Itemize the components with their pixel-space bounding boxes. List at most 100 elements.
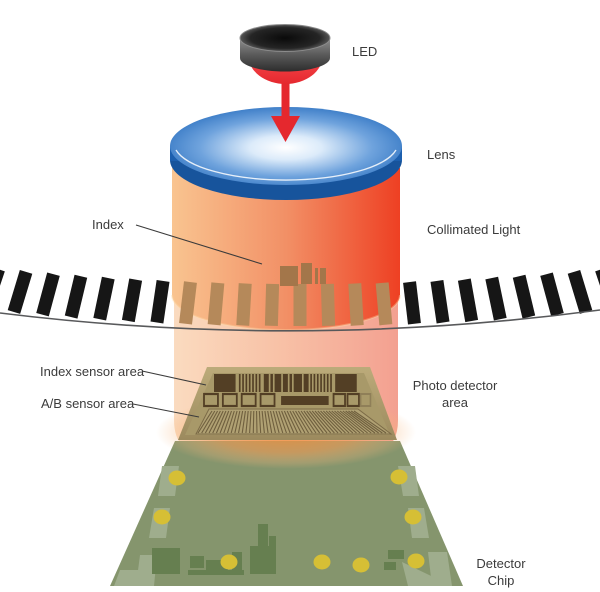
solder-pad — [390, 469, 408, 485]
code-stripe — [93, 276, 115, 321]
ab-line — [204, 410, 219, 434]
barcode-bar — [326, 374, 329, 392]
ab-line — [334, 410, 361, 434]
ab-line — [342, 410, 372, 434]
ab-line — [328, 410, 354, 434]
index-mark — [315, 268, 318, 284]
code-stripe — [236, 283, 252, 326]
barcode-bar — [255, 374, 258, 392]
barcode-bar — [270, 374, 273, 392]
ab-line — [234, 410, 241, 434]
index-label: Index — [92, 217, 124, 232]
ab-line — [275, 410, 284, 434]
index-leader-line — [135, 224, 263, 265]
barcode-bar — [263, 374, 269, 392]
sensor-pad — [359, 393, 372, 407]
barcode-bar — [293, 374, 302, 392]
index-marks — [280, 263, 326, 286]
ab-line — [289, 410, 302, 434]
barcode-bar — [245, 374, 248, 392]
led-body-top — [239, 24, 331, 52]
ab-line — [306, 410, 324, 434]
ab-line — [339, 410, 368, 434]
detector-chip-label-line2: Chip — [488, 573, 515, 588]
ab-line — [226, 410, 235, 434]
ab-line — [269, 410, 276, 434]
collimated-light-label: Collimated Light — [427, 222, 521, 237]
sensor-pad — [240, 392, 257, 408]
ab-line — [292, 410, 306, 434]
led-beam-arrowhead — [271, 116, 300, 142]
code-strip — [0, 263, 600, 332]
barcode-bar — [242, 374, 244, 392]
ab-line — [303, 410, 321, 434]
ab-sensor-leader-line — [132, 403, 200, 418]
code-stripe — [320, 283, 336, 327]
sensor-pad-row — [203, 392, 372, 408]
code-stripe — [207, 282, 225, 326]
ab-line — [336, 410, 365, 434]
ab-line — [272, 410, 280, 434]
barcode-bar — [323, 374, 326, 392]
index-sensor-leader-line — [141, 370, 207, 386]
sensor-pad — [346, 392, 360, 408]
ab-line — [238, 410, 244, 434]
ab-line — [350, 410, 383, 434]
index-mark — [320, 268, 326, 284]
code-stripe — [485, 276, 507, 321]
ab-line — [212, 410, 224, 434]
code-stripe — [64, 274, 88, 319]
ab-line — [348, 410, 379, 434]
solder-pad — [407, 553, 425, 569]
code-stripe — [150, 280, 170, 324]
ab-line — [264, 410, 269, 434]
solder-pad — [352, 557, 370, 573]
led-label: LED — [352, 44, 377, 59]
photo-detector-area-label-line2: area — [442, 395, 469, 410]
barcode-bar — [303, 374, 309, 392]
ab-line — [267, 410, 273, 434]
lens — [170, 107, 402, 200]
index-sensor-area-label: Index sensor area — [40, 364, 145, 379]
code-strip-edge-line — [0, 309, 600, 332]
ab-line — [309, 410, 328, 434]
code-stripe — [457, 278, 479, 323]
barcode-bar — [214, 374, 236, 392]
barcode-bar — [320, 374, 322, 392]
code-stripe — [567, 269, 593, 314]
ab-line — [281, 410, 291, 434]
sensor-pad — [332, 392, 346, 408]
code-stripe — [179, 281, 197, 325]
solder-pad — [313, 554, 331, 570]
code-stripe — [375, 282, 393, 326]
ab-line — [241, 410, 246, 434]
barcode-bar — [335, 374, 357, 392]
ab-line — [314, 410, 335, 434]
solder-pad — [404, 509, 422, 525]
lens-label: Lens — [427, 147, 456, 162]
ab-line — [300, 410, 317, 434]
barcode-bar — [316, 374, 319, 392]
solder-pad — [220, 554, 238, 570]
barcode-bar — [274, 374, 282, 392]
code-stripe — [430, 280, 450, 324]
detector-chip — [110, 441, 463, 586]
sensor-pad — [203, 392, 219, 408]
code-stripe — [540, 272, 564, 317]
solder-pad — [153, 509, 171, 525]
ab-line — [245, 410, 249, 434]
solder-pad — [168, 470, 186, 486]
ab-line — [208, 410, 221, 434]
ab-line — [230, 410, 238, 434]
barcode-bar — [289, 374, 293, 392]
code-stripe — [512, 274, 536, 319]
ab-line — [261, 410, 265, 434]
led-beam-arrow-stem — [281, 74, 290, 120]
barcode-bar — [252, 374, 254, 392]
ab-line — [197, 410, 213, 434]
ab-line — [317, 410, 339, 434]
ab-line — [283, 410, 295, 434]
barcode-bar — [313, 374, 316, 392]
